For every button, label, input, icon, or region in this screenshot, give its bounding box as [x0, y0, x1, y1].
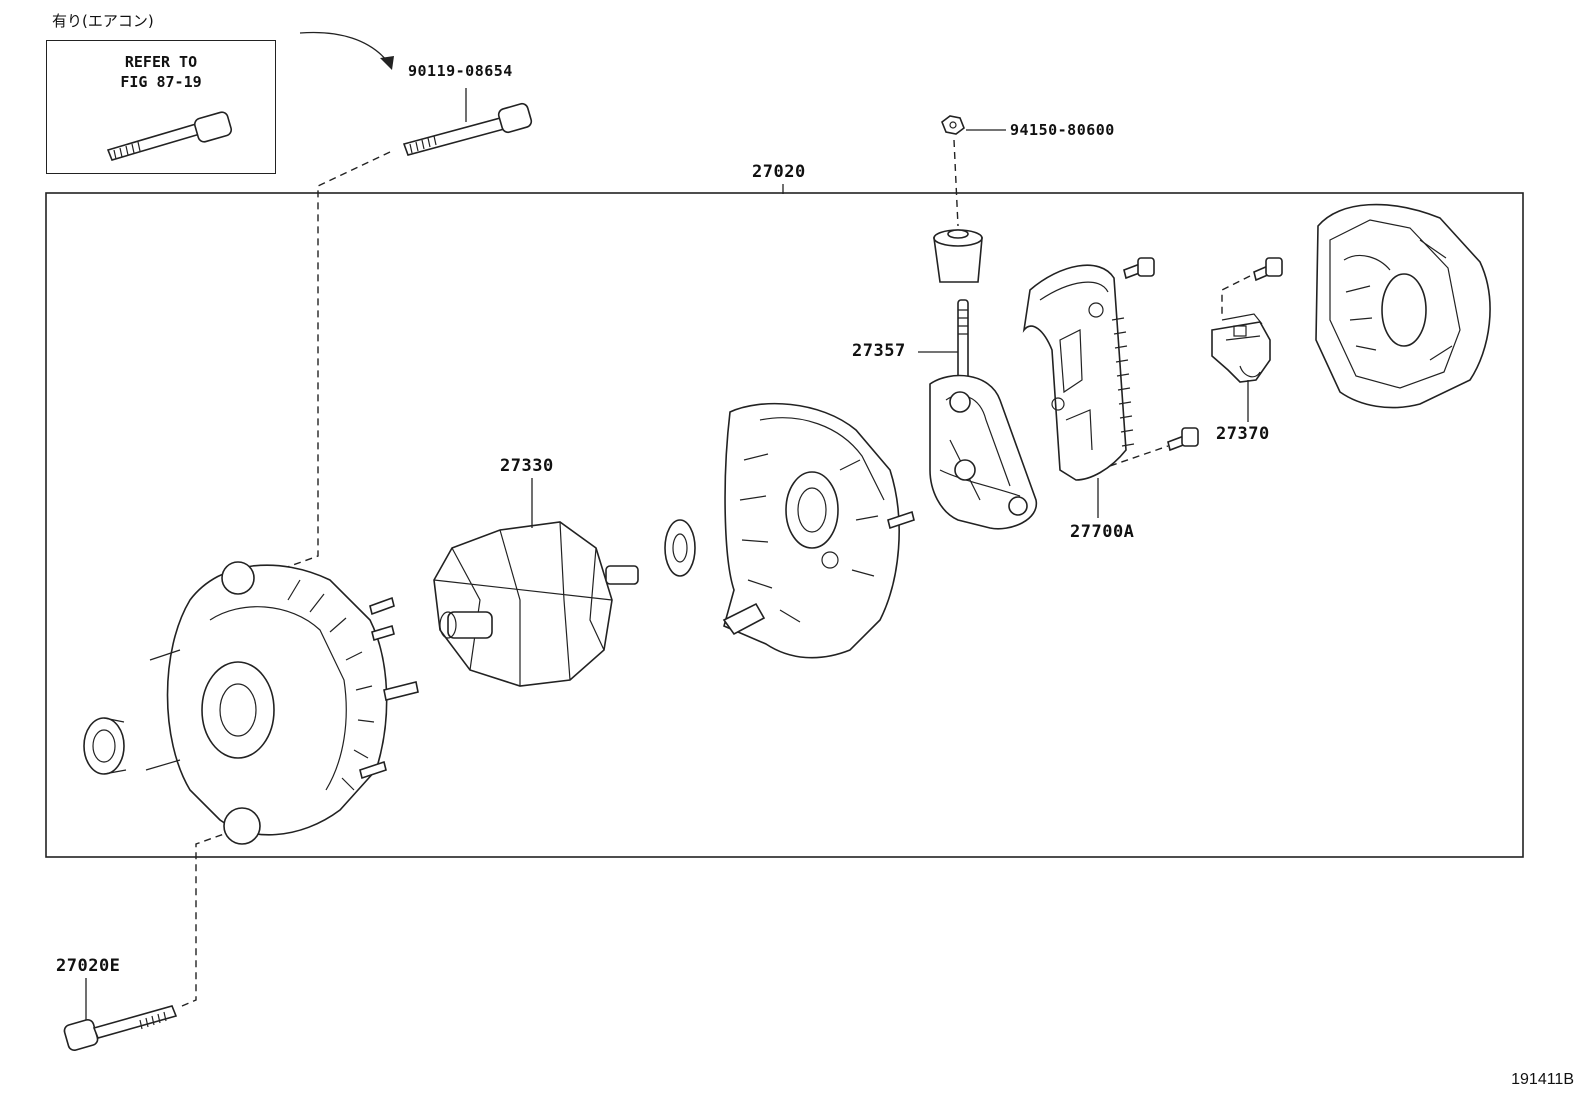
regulator-drawing	[1211, 313, 1271, 383]
bearing-seal-drawing	[83, 717, 127, 775]
drive-end-frame-drawing	[145, 561, 419, 845]
screw-lower-drawing	[1167, 427, 1199, 452]
label-regulator: 27370	[1216, 424, 1270, 444]
dash-bolt-bottom	[181, 833, 225, 1007]
screw-upper-drawing	[1123, 257, 1155, 280]
screw-regulator-drawing	[1253, 257, 1283, 282]
label-assembly: 27020	[752, 162, 806, 182]
label-nut: 94150-80600	[1010, 121, 1115, 139]
dash-screw-lower	[1109, 445, 1169, 467]
bushing-drawing	[933, 229, 983, 283]
ref-bolt-drawing	[106, 111, 233, 161]
rectifier-drawing	[1022, 264, 1135, 481]
dash-bolt-top	[267, 151, 391, 575]
bolt-bottom-drawing	[63, 1005, 178, 1052]
nut-drawing	[941, 115, 965, 135]
brush-holder-drawing	[929, 299, 1037, 530]
reference-line-2: FIG 87-19	[120, 73, 202, 91]
dash-screw-regulator	[1221, 275, 1251, 318]
label-brush-holder: 27357	[852, 341, 906, 361]
rear-cover-drawing	[1315, 203, 1491, 409]
rotor-drawing	[433, 521, 639, 687]
end-frame-drawing	[722, 402, 915, 659]
reference-line-1: REFER TO	[124, 53, 198, 71]
reference-arrow	[299, 31, 389, 63]
washer-drawing	[664, 519, 696, 577]
reference-arrow-head	[380, 56, 394, 70]
label-bolt-bottom: 27020E	[56, 956, 121, 976]
aircon-note: 有り(エアコン)	[52, 12, 154, 30]
label-bolt-top: 90119-08654	[408, 62, 513, 80]
reference-box: REFER TO FIG 87-19	[46, 40, 276, 174]
assembly-frame	[45, 192, 1524, 858]
label-rectifier: 27700A	[1070, 522, 1135, 542]
dash-nut	[953, 139, 959, 227]
figure-id: 191411B	[1511, 1071, 1574, 1088]
bolt-top-drawing	[402, 102, 533, 156]
label-rotor: 27330	[500, 456, 554, 476]
